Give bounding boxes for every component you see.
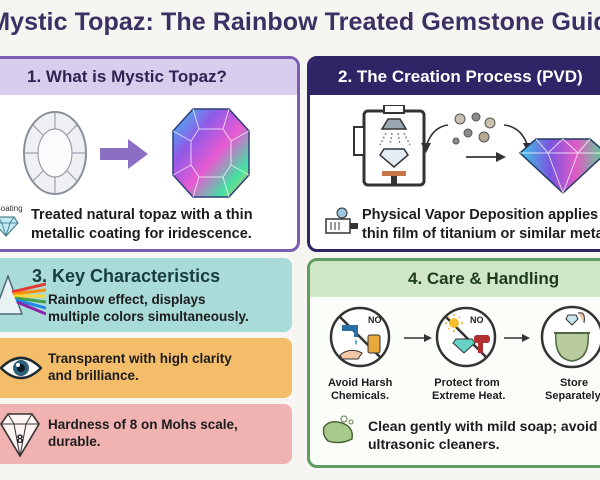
no-heat-icon: NO (435, 306, 497, 368)
vacuum-chamber-icon (353, 105, 426, 187)
what-is-description: Treated natural topaz with a thin metall… (31, 207, 253, 242)
care-handling-panel: 4. Care & Handling NO NO Avoid Harsh Ch (307, 258, 600, 468)
page-title: Mystic Topaz: The Rainbow Treated Gemsto… (0, 8, 600, 36)
care-handling-heading: 4. Care & Handling (310, 261, 600, 297)
what-is-panel: 1. What is Mystic Topaz? Coating Treated… (0, 56, 300, 252)
storage-pouch-icon (540, 305, 600, 369)
no-label: NO (368, 315, 382, 325)
step-caption-heat: Protect from Extreme Heat. (432, 377, 506, 402)
diamond-hardness-icon: 8 (0, 413, 40, 458)
no-label-heat: NO (470, 315, 484, 325)
clear-topaz-icon (23, 111, 87, 195)
arrow-icon (100, 139, 148, 169)
step-caption-chemicals: Avoid Harsh Chemicals. (328, 377, 393, 402)
what-is-heading: 1. What is Mystic Topaz? (0, 59, 297, 95)
coated-gem-icon (0, 216, 19, 237)
mystic-topaz-icon (172, 108, 250, 198)
characteristic-card-clarity: Transparent with high clarity and brilli… (0, 338, 292, 398)
no-chemicals-icon: NO (329, 306, 391, 368)
creation-process-description: Physical Vapor Deposition applies thin f… (362, 207, 600, 242)
creation-process-panel: 2. The Creation Process (PVD) (307, 56, 600, 252)
hardness-badge: 8 (17, 432, 24, 446)
step-caption-store: Store Separately. (545, 377, 600, 402)
step-arrows (404, 334, 530, 342)
metal-particles-icon (452, 112, 496, 145)
characteristic-text-hardness: Hardness of 8 on Mohs scale, durable. (48, 417, 238, 449)
characteristic-card-hardness: 8 Hardness of 8 on Mohs scale, durable. (0, 404, 292, 464)
coating-tag: Coating (0, 204, 23, 213)
characteristic-text-rainbow: Rainbow effect, displays multiple colors… (48, 292, 249, 324)
key-characteristics-card: 3. Key Characteristics Rainbow effect, d… (0, 258, 292, 332)
vacuum-pump-icon (325, 207, 358, 234)
eye-icon (0, 356, 42, 380)
care-footer-text: Clean gently with mild soap; avoid ultra… (368, 418, 598, 452)
prism-icon (0, 274, 46, 316)
creation-process-heading: 2. The Creation Process (PVD) (310, 59, 600, 95)
key-characteristics-heading: 3. Key Characteristics (32, 266, 221, 286)
rainbow-gem-icon (518, 138, 600, 195)
soap-cloth-icon (322, 415, 354, 444)
characteristic-text-clarity: Transparent with high clarity and brilli… (48, 351, 232, 383)
